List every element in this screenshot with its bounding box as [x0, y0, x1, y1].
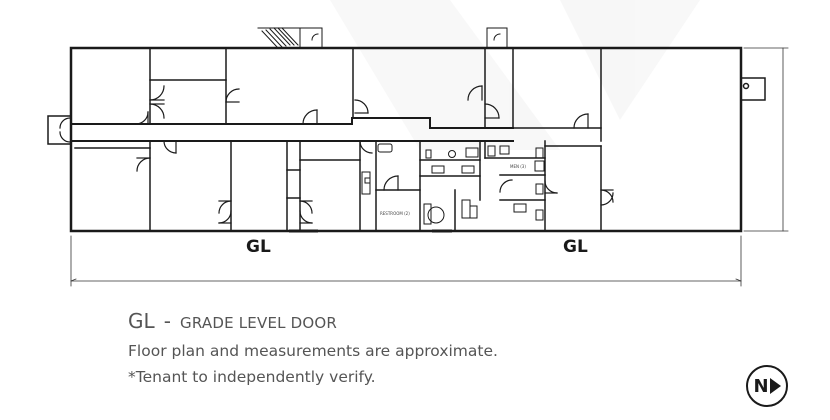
north-letter: N — [753, 375, 769, 397]
north-arrow-triangle-icon — [769, 378, 781, 394]
legend-description: GRADE LEVEL DOOR — [180, 314, 338, 332]
legend-separator: - — [163, 309, 171, 333]
men-3-label: MEN (3) — [510, 164, 526, 169]
north-stair — [257, 27, 323, 49]
gl-door-marker-north: GL — [563, 237, 588, 257]
note-approximate: Floor plan and measurements are approxim… — [128, 342, 498, 360]
gl-door-marker-south: GL — [246, 237, 271, 257]
background-watermark — [330, 0, 700, 150]
corridor-walls — [70, 117, 514, 142]
dimension-lines — [70, 47, 789, 287]
north-arrow-icon: N — [746, 365, 788, 407]
note-verify: *Tenant to independently verify. — [128, 368, 376, 386]
north-service-room — [486, 27, 508, 49]
legend-code: GL — [128, 309, 155, 333]
restroom-2-label: RESTROOM (2) — [380, 211, 410, 216]
north-office-walls — [149, 47, 602, 142]
south-office-walls — [74, 140, 361, 232]
door-swings — [59, 85, 614, 224]
legend: GL - GRADE LEVEL DOOR — [128, 309, 337, 333]
west-entry-vestibule — [47, 115, 72, 145]
east-entry-vestibule — [740, 77, 766, 101]
core-walls — [375, 140, 602, 232]
plumbing-fixtures — [361, 143, 545, 225]
